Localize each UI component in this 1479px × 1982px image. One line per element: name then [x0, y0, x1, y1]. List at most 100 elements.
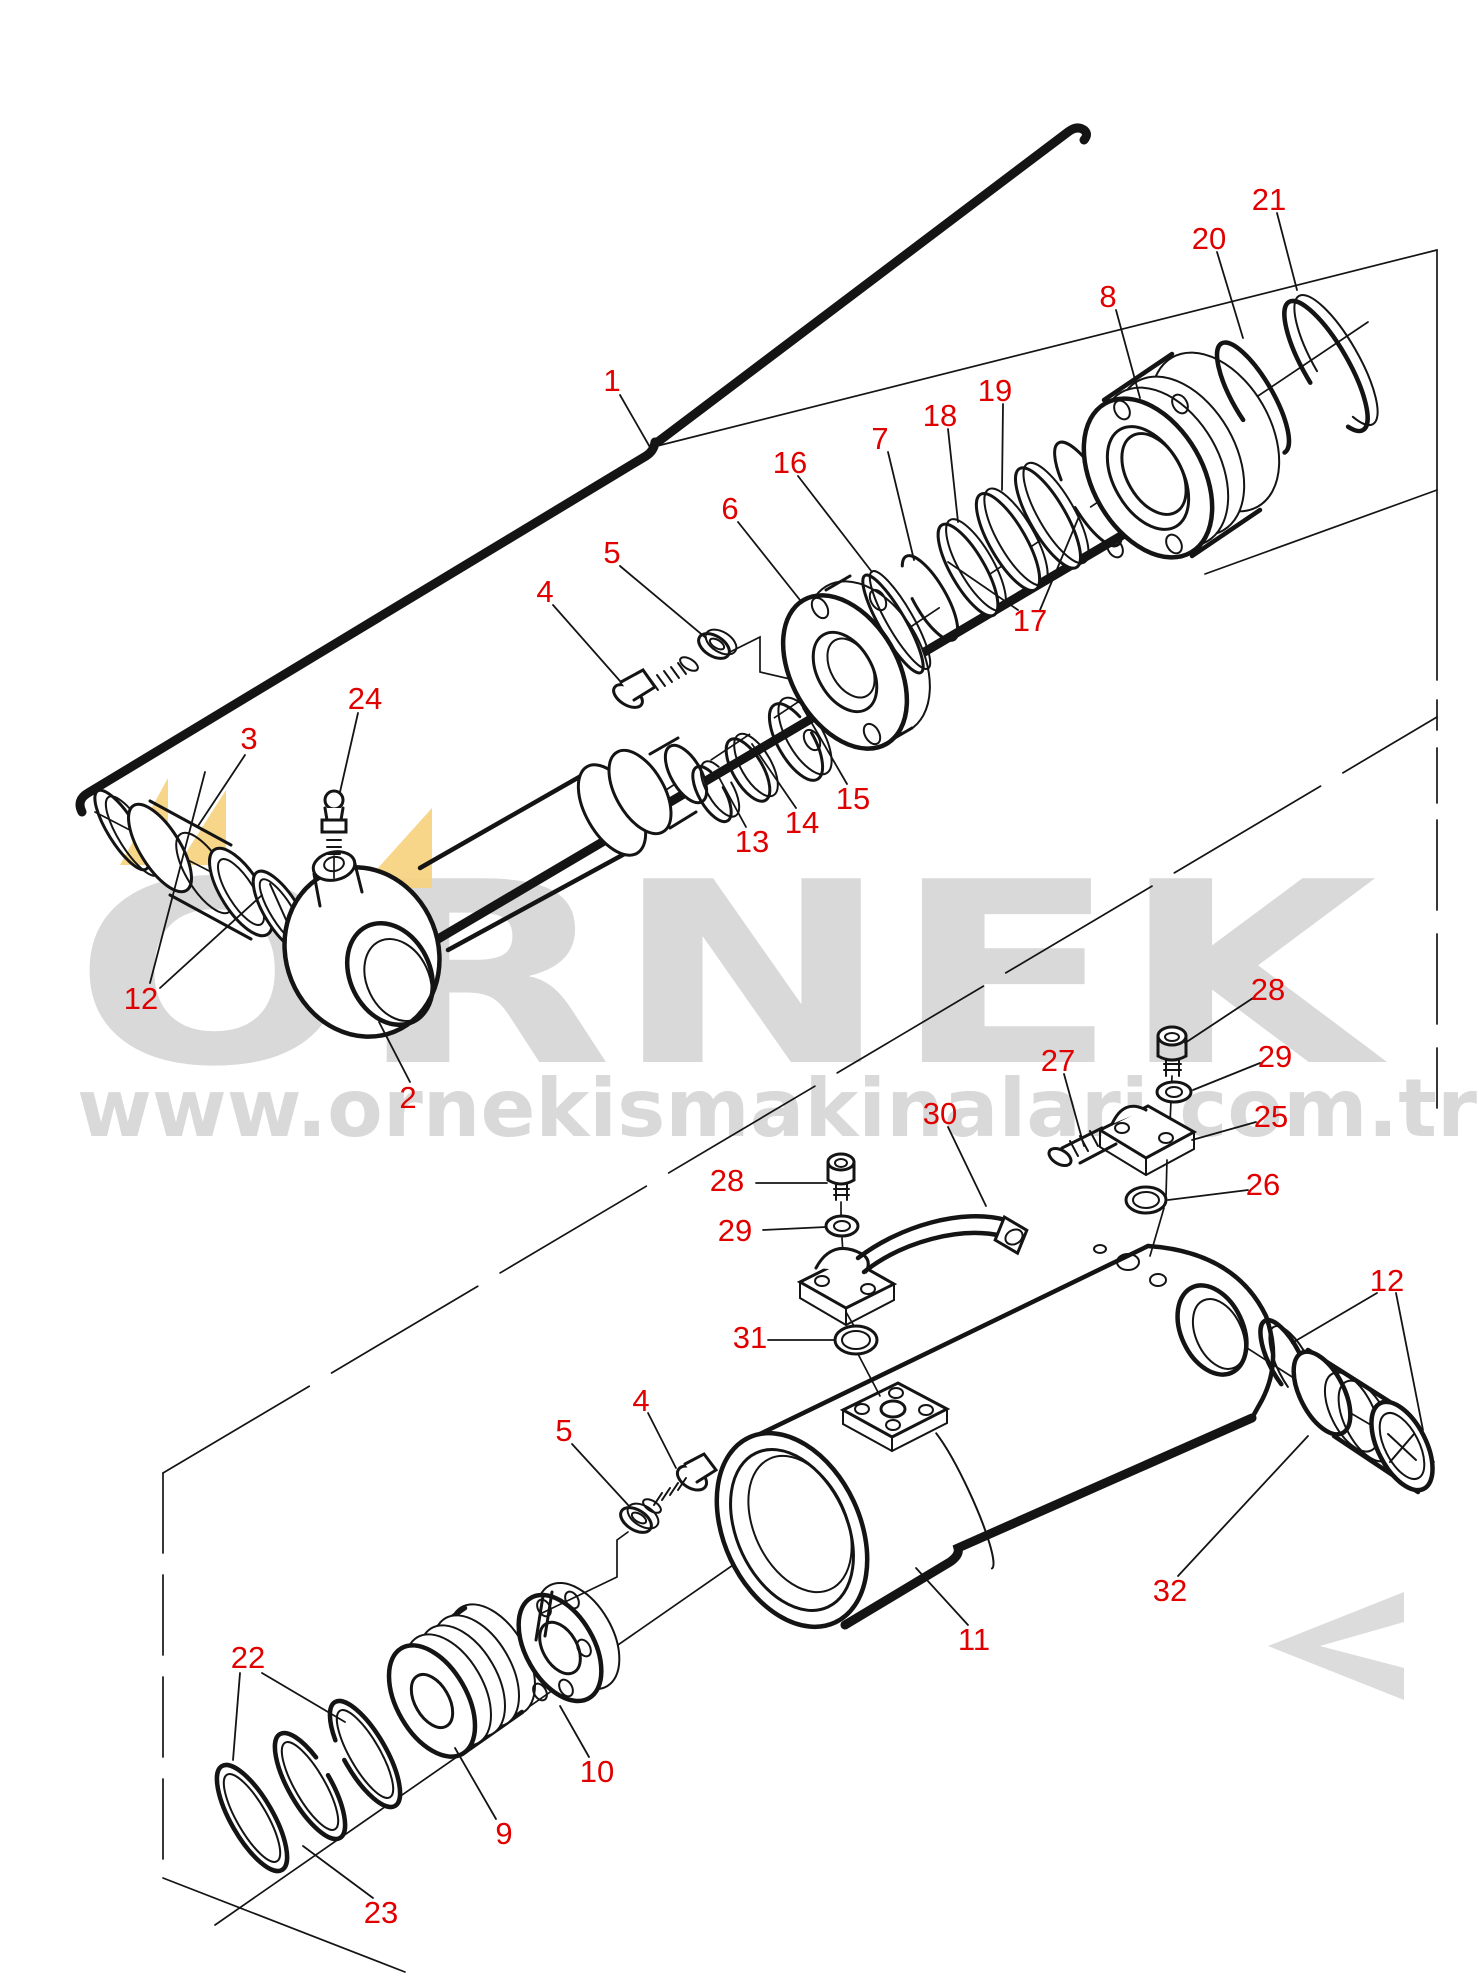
watermark-triangle-icon: [178, 790, 226, 865]
part-label-21: 21: [1252, 182, 1286, 217]
leader-line-21: [1276, 212, 1298, 291]
part-washer-5-lower: [539, 1502, 660, 1615]
part-seal-ring-18: [936, 518, 1007, 618]
part-label-20: 20: [1192, 221, 1226, 256]
leader-line-17: [1039, 513, 1081, 611]
leader-line-4: [552, 604, 621, 682]
leader-line-24: [339, 712, 359, 793]
leader-line-29: [762, 1226, 827, 1231]
part-ring-31: [833, 1324, 879, 1356]
leader-line-3: [197, 754, 246, 827]
part-label-29: 29: [718, 1213, 752, 1248]
boundary-bottom: [162, 1877, 406, 1973]
leader-line-14: [751, 743, 797, 809]
part-label-26: 26: [1246, 1167, 1280, 1202]
part-cylinder-tube-11: [714, 1243, 1276, 1630]
leader-line-2: [378, 1021, 411, 1083]
leader-line-5: [571, 1443, 630, 1507]
part-label-2: 2: [399, 1080, 416, 1115]
fold-line: [1204, 489, 1438, 575]
part-label-31: 31: [733, 1320, 767, 1355]
leader-line-5: [619, 565, 707, 639]
part-label-28: 28: [1251, 972, 1285, 1007]
part-label-6: 6: [721, 491, 738, 526]
part-label-14: 14: [785, 805, 819, 840]
part-bolt-28-right: [1156, 1025, 1188, 1077]
leader-line-1: [619, 394, 652, 450]
part-ring-14: [724, 732, 779, 803]
part-ring-26: [1124, 1185, 1168, 1215]
part-washer-29-right: [1155, 1080, 1193, 1104]
leader-line-32: [1177, 1435, 1309, 1577]
leader-line-15: [802, 707, 848, 785]
leader-line-12: [1291, 1292, 1378, 1344]
leader-line-7: [887, 451, 915, 561]
watermark-triangle-icon: [360, 808, 432, 888]
part-label-16: 16: [773, 445, 807, 480]
part-label-4: 4: [632, 1383, 649, 1418]
part-bolt-4-lower: [642, 1452, 719, 1514]
leader-line-23: [302, 1845, 374, 1899]
part-label-8: 8: [1099, 279, 1116, 314]
part-bushing-32: [1291, 1347, 1435, 1495]
part-washer-29-left: [824, 1214, 860, 1238]
part-retainer-plate-10: [516, 1581, 621, 1704]
part-label-13: 13: [735, 824, 769, 859]
leader-line-8: [1115, 309, 1141, 399]
leader-line-30: [947, 1126, 987, 1207]
leader-line-28: [1184, 997, 1254, 1044]
part-gland-flange-6: [780, 574, 931, 752]
part-ring-13: [691, 760, 741, 824]
part-label-18: 18: [923, 398, 957, 433]
part-label-19: 19: [978, 373, 1012, 408]
boundary-dashed-diagonal: [162, 716, 1438, 1474]
part-label-10: 10: [580, 1754, 614, 1789]
part-cylinder-head-8: [1081, 351, 1281, 560]
part-label-28: 28: [710, 1163, 744, 1198]
part-label-4: 4: [536, 574, 553, 609]
part-bolt-4-upper: [612, 656, 699, 709]
part-label-12: 12: [124, 981, 158, 1016]
watermark-chevron-icon: [1268, 1592, 1404, 1700]
leader-line-26: [1167, 1189, 1249, 1201]
part-banjo-flange: [796, 1246, 898, 1327]
fold-line: [656, 249, 1438, 447]
part-o-ring-20: [1214, 340, 1292, 456]
part-grease-nipple-24: [320, 789, 348, 879]
leader-line-18: [947, 428, 959, 523]
part-label-17: 17: [1013, 603, 1047, 638]
leader-line-9: [454, 1747, 497, 1820]
leader-line-6: [737, 521, 801, 601]
part-label-5: 5: [603, 535, 620, 570]
leader-line-19: [1001, 403, 1004, 491]
leader-line-11: [915, 1567, 969, 1626]
part-o-ring-27: [1047, 1146, 1073, 1168]
part-label-3: 3: [240, 721, 257, 756]
part-label-1: 1: [603, 363, 620, 398]
part-label-30: 30: [923, 1096, 957, 1131]
part-label-11: 11: [958, 1622, 990, 1657]
leader-line-12: [1395, 1292, 1424, 1431]
leader-line-22: [232, 1672, 241, 1761]
leader-line-27: [1063, 1073, 1085, 1147]
part-label-27: 27: [1041, 1043, 1075, 1078]
leader-line-12: [149, 771, 206, 984]
part-label-9: 9: [495, 1816, 512, 1851]
bracket-line-upper-left: [75, 437, 660, 817]
leader-line-12: [159, 894, 263, 989]
part-piston-9: [386, 1603, 536, 1759]
part-piston-rings-22-23: [214, 1698, 403, 1874]
part-rod-eye-2: [282, 850, 442, 1039]
bracket-line-upper-right: [654, 123, 1091, 446]
leader-line-22: [261, 1672, 346, 1723]
leader-line-29: [1192, 1062, 1261, 1091]
part-label-5: 5: [555, 1413, 572, 1448]
part-label-25: 25: [1254, 1099, 1288, 1134]
leader-line-20: [1216, 251, 1244, 339]
part-snap-ring-21: [1282, 293, 1379, 434]
part-label-24: 24: [348, 681, 382, 716]
part-label-7: 7: [871, 421, 888, 456]
part-tube-30: [855, 1214, 1029, 1275]
